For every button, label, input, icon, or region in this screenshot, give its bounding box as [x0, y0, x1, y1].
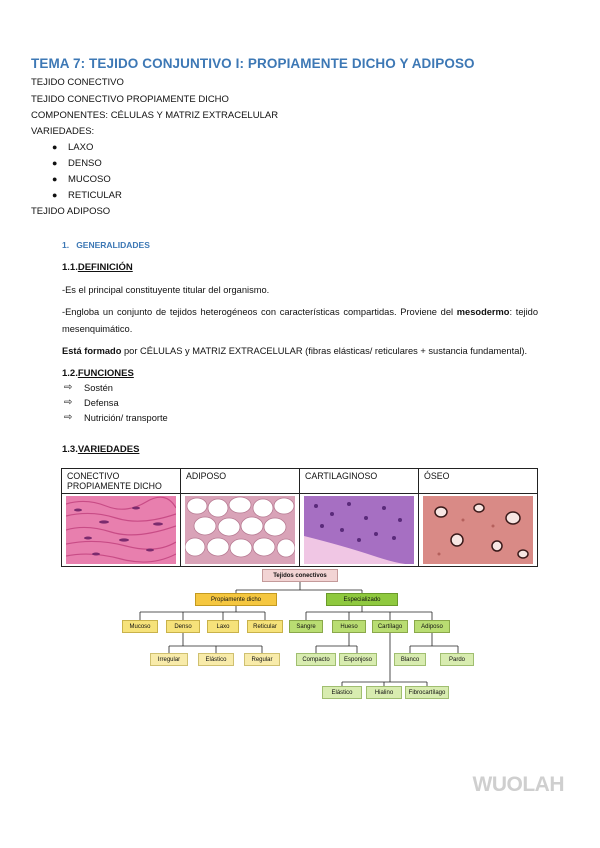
bullet-icon: ●	[52, 190, 58, 200]
diagram-node: Pardo	[440, 653, 474, 666]
diagram-node-especializado: Especializado	[326, 593, 398, 606]
outline-line-3: COMPONENTES: CÉLULAS Y MATRIZ EXTRACELUL…	[31, 110, 279, 121]
diagram-node: Compacto	[296, 653, 336, 666]
diagram-node-root: Tejidos conectivos	[262, 569, 338, 582]
diagram-node: Elástico	[322, 686, 362, 699]
diagram-node: Irregular	[150, 653, 188, 666]
diagram-node: Adiposo	[414, 620, 450, 633]
diagram-node: Hueso	[332, 620, 366, 633]
varieties-table: CONECTIVO PROPIAMENTE DICHO ADIPOSO CART…	[61, 468, 538, 567]
diagram-node: Denso	[166, 620, 200, 633]
diagram-node: Cartílago	[372, 620, 408, 633]
diagram-node: Sangre	[289, 620, 323, 633]
bullet-icon: ●	[52, 158, 58, 168]
table-header-cell: ADIPOSO	[180, 468, 300, 494]
table-image-cell	[418, 493, 538, 567]
bone-tissue-micrograph	[423, 496, 533, 564]
diagram-node-propio: Propiamente dicho	[195, 593, 277, 606]
section-heading: 1. GENERALIDADES	[62, 240, 150, 250]
diagram-node: Fibrocartílago	[405, 686, 449, 699]
table-header-cell: CARTILAGINOSO	[299, 468, 419, 494]
bullet-icon: ●	[52, 142, 58, 152]
outline-line-last: TEJIDO ADIPOSO	[31, 206, 111, 217]
variety-item: ●RETICULAR	[52, 190, 122, 201]
subsection-heading-variedades: 1.3.VARIEDADES	[62, 444, 140, 455]
bullet-icon: ●	[52, 174, 58, 184]
variety-item: ●LAXO	[52, 142, 94, 153]
paragraph: Está formado por CÉLULAS y MATRIZ EXTRAC…	[62, 346, 528, 356]
diagram-node: Reticular	[247, 620, 283, 633]
variety-item: ●DENSO	[52, 158, 102, 169]
table-header-cell: ÓSEO	[418, 468, 538, 494]
function-item: ⇨Nutrición/ transporte	[64, 412, 168, 423]
subsection-heading-funciones: 1.2.FUNCIONES	[62, 368, 134, 379]
diagram-node: Hialino	[366, 686, 402, 699]
outline-line-2: TEJIDO CONECTIVO PROPIAMENTE DICHO	[31, 94, 229, 105]
arrow-right-icon: ⇨	[64, 382, 73, 393]
diagram-node: Mucoso	[122, 620, 158, 633]
function-item: ⇨Defensa	[64, 397, 119, 408]
diagram-node: Laxo	[207, 620, 239, 633]
outline-line-1: TEJIDO CONECTIVO	[31, 77, 124, 88]
diagram-node: Esponjoso	[339, 653, 377, 666]
arrow-right-icon: ⇨	[64, 412, 73, 423]
variety-item: ●MUCOSO	[52, 174, 111, 185]
connective-tissue-micrograph	[65, 496, 177, 564]
paragraph: -Engloba un conjunto de tejidos heterogé…	[62, 307, 538, 334]
diagram-node: Elástico	[198, 653, 234, 666]
diagram-node: Blanco	[394, 653, 426, 666]
watermark-logo: WUOLAH	[472, 773, 565, 796]
table-image-cell	[180, 493, 300, 567]
outline-line-4: VARIEDADES:	[31, 126, 95, 137]
table-image-cell	[299, 493, 419, 567]
paragraph: -Es el principal constituyente titular d…	[62, 285, 270, 295]
diagram-node: Regular	[244, 653, 280, 666]
table-image-cell	[61, 493, 181, 567]
subsection-heading-definicion: 1.1.DEFINICIÓN	[62, 262, 133, 273]
document-title: TEMA 7: TEJIDO CONJUNTIVO I: PROPIAMENTE…	[31, 56, 475, 71]
adipose-tissue-micrograph	[184, 496, 296, 564]
cartilage-tissue-micrograph	[304, 496, 414, 565]
function-item: ⇨Sostén	[64, 382, 113, 393]
arrow-right-icon: ⇨	[64, 397, 73, 408]
